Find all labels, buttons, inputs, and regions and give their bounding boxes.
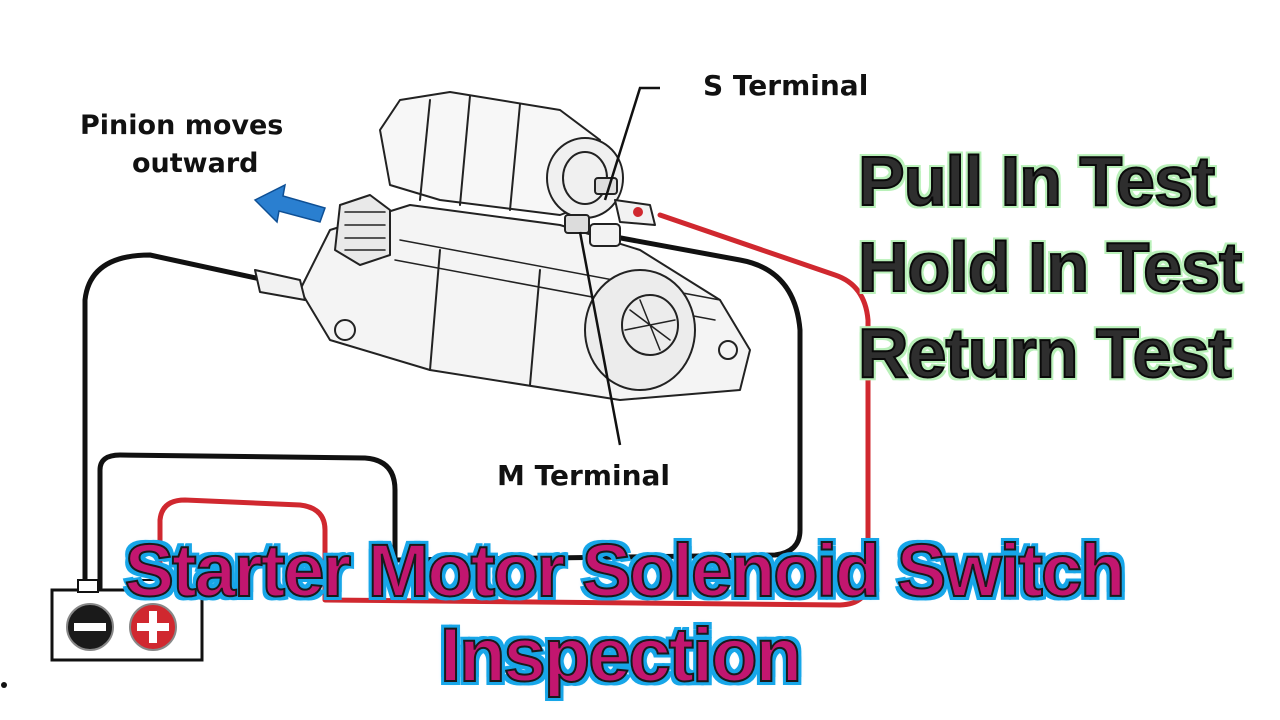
minus-terminal-icon (66, 603, 114, 651)
plus-terminal-icon (129, 603, 177, 651)
s-terminal-leader (603, 86, 660, 201)
title-line1: Starter Motor Solenoid Switch (124, 528, 1127, 613)
pull-in-test-label: Pull In Test (857, 141, 1216, 221)
pinion-label-line2: outward (132, 148, 258, 179)
hold-in-test-label: Hold In Test (857, 227, 1243, 307)
s-terminal-label: S Terminal (703, 69, 868, 102)
s-terminal-wire (157, 212, 871, 608)
starter-motor (299, 91, 751, 401)
pinion-arrow (253, 183, 326, 224)
m-terminal-label: M Terminal (497, 459, 670, 492)
battery (50, 579, 204, 662)
leader-lines (578, 86, 660, 446)
title-line2: Inspection (439, 612, 803, 699)
pinion-label-line1: Pinion moves (80, 110, 283, 141)
return-test-label: Return Test (857, 313, 1233, 393)
ground-wire (82, 252, 268, 591)
m-terminal-leader (578, 231, 622, 446)
test-list: Pull In Test Hold In Test Return Test (857, 138, 1278, 396)
wiring (82, 199, 871, 608)
stray-mark (1, 682, 7, 688)
m-terminal-wire (97, 233, 803, 591)
